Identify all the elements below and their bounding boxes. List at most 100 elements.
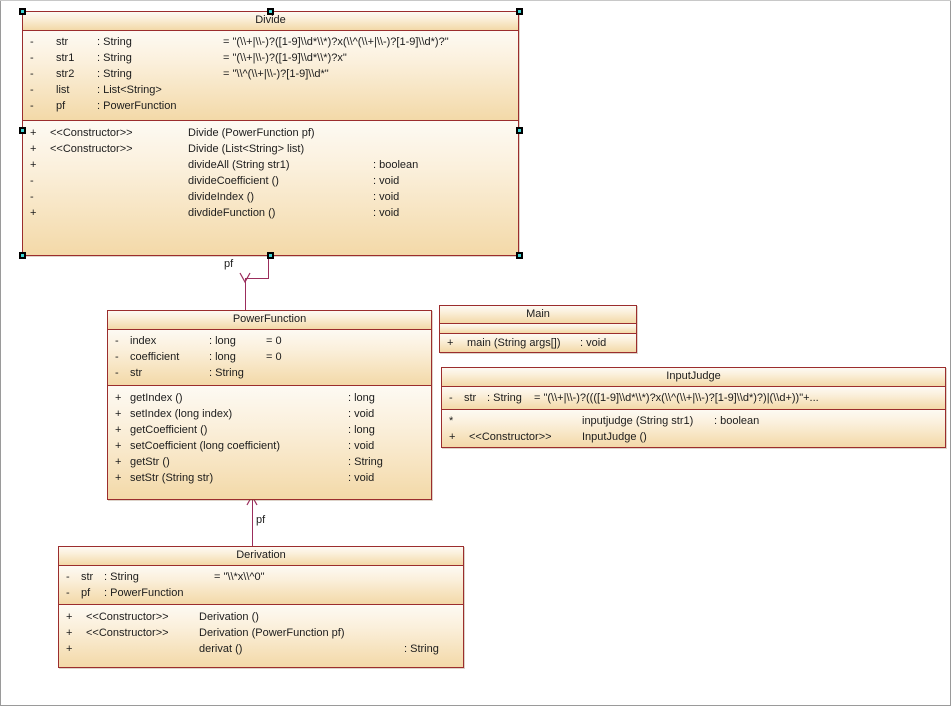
selection-handle-top-left[interactable] bbox=[19, 8, 26, 15]
visibility-marker: + bbox=[115, 424, 122, 436]
operation-row[interactable]: + setCoefficient (long coefficient) : vo… bbox=[108, 438, 431, 454]
operation-name: setStr (String str) bbox=[130, 472, 214, 484]
operation-row[interactable]: * inputjudge (String str1) : boolean bbox=[442, 413, 945, 429]
inputjudge-title-section: InputJudge bbox=[442, 368, 945, 387]
selection-handle-bottom-right[interactable] bbox=[516, 252, 523, 259]
operation-stereotype: <<Constructor>> bbox=[50, 143, 133, 155]
attribute-type: : String bbox=[97, 36, 132, 48]
uml-class-derivation[interactable]: Derivation - str : String = "\\*x\\^0" -… bbox=[58, 546, 464, 668]
uml-class-main[interactable]: Main + main (String args[]) : void bbox=[439, 305, 637, 353]
inputjudge-class-name: InputJudge bbox=[666, 370, 721, 382]
main-title-section: Main bbox=[440, 306, 636, 324]
operation-name: divideAll (String str1) bbox=[188, 159, 290, 171]
attribute-name: str bbox=[56, 36, 69, 48]
operation-return-type: : void bbox=[580, 337, 607, 349]
attribute-name: pf bbox=[56, 100, 66, 112]
operation-stereotype: <<Constructor>> bbox=[86, 611, 169, 623]
visibility-marker: + bbox=[115, 472, 122, 484]
operation-row[interactable]: + getStr () : String bbox=[108, 454, 431, 470]
attribute-row[interactable]: - str : String = "\\*x\\^0" bbox=[59, 569, 463, 585]
operation-row[interactable]: + divdideFunction () : void bbox=[23, 205, 518, 221]
operation-row[interactable]: + getIndex () : long bbox=[108, 390, 431, 406]
visibility-marker: - bbox=[66, 587, 70, 599]
operation-row[interactable]: + setIndex (long index) : void bbox=[108, 406, 431, 422]
derivation-class-name: Derivation bbox=[236, 549, 286, 561]
selection-handle-middle-right[interactable] bbox=[516, 127, 523, 134]
visibility-marker: - bbox=[115, 351, 119, 363]
association-divide-powerfunction-arrowhead bbox=[239, 272, 251, 284]
attribute-row[interactable]: - list : List<String> bbox=[23, 82, 518, 98]
operation-row[interactable]: + <<Constructor>> Divide (List<String> l… bbox=[23, 141, 518, 157]
operation-name: setCoefficient (long coefficient) bbox=[130, 440, 281, 452]
attribute-row[interactable]: - coefficient : long = 0 bbox=[108, 349, 431, 365]
operation-row[interactable]: - divideCoefficient () : void bbox=[23, 173, 518, 189]
selection-handle-bottom-left[interactable] bbox=[19, 252, 26, 259]
operation-return-type: : void bbox=[373, 191, 400, 203]
operation-stereotype: <<Constructor>> bbox=[469, 431, 552, 443]
operation-stereotype: <<Constructor>> bbox=[86, 627, 169, 639]
attribute-type: : String bbox=[209, 367, 244, 379]
visibility-marker: + bbox=[30, 207, 37, 219]
visibility-marker: + bbox=[30, 159, 37, 171]
visibility-marker: + bbox=[30, 127, 37, 139]
attribute-name: str bbox=[464, 392, 477, 404]
operation-stereotype: <<Constructor>> bbox=[50, 127, 133, 139]
visibility-marker: + bbox=[30, 143, 37, 155]
operation-name: getCoefficient () bbox=[130, 424, 208, 436]
selection-handle-top-right[interactable] bbox=[516, 8, 523, 15]
attribute-row[interactable]: - pf : PowerFunction bbox=[59, 585, 463, 601]
attribute-type: : List<String> bbox=[97, 84, 162, 96]
operation-row[interactable]: + <<Constructor>> Divide (PowerFunction … bbox=[23, 125, 518, 141]
divide-class-name: Divide bbox=[255, 14, 286, 26]
attribute-row[interactable]: - str2 : String = "\\^(\\+|\\-)?[1-9]\\d… bbox=[23, 66, 518, 82]
selection-handle-middle-left[interactable] bbox=[19, 127, 26, 134]
operation-row[interactable]: + main (String args[]) : void bbox=[440, 335, 636, 351]
visibility-marker: - bbox=[30, 100, 34, 112]
visibility-marker: - bbox=[30, 68, 34, 80]
association-divide-powerfunction-segment-v2 bbox=[245, 278, 246, 311]
visibility-marker: + bbox=[115, 440, 122, 452]
operation-return-type: : void bbox=[373, 207, 400, 219]
association-divide-powerfunction-segment-h1 bbox=[245, 278, 269, 279]
operation-return-type: : String bbox=[348, 456, 383, 468]
attribute-value: = "\\^(\\+|\\-)?[1-9]\\d*" bbox=[223, 68, 329, 80]
attribute-row[interactable]: - str : String = "(\\+|\\-)?((([1-9]\\d*… bbox=[442, 390, 945, 406]
operation-return-type: : void bbox=[348, 408, 375, 420]
uml-class-divide[interactable]: Divide - str : String = "(\\+|\\-)?([1-9… bbox=[22, 11, 519, 256]
visibility-marker: * bbox=[449, 415, 454, 427]
operation-row[interactable]: - divideIndex () : void bbox=[23, 189, 518, 205]
operation-row[interactable]: + divideAll (String str1) : boolean bbox=[23, 157, 518, 173]
attribute-name: index bbox=[130, 335, 157, 347]
operation-row[interactable]: + <<Constructor>> InputJudge () bbox=[442, 429, 945, 445]
derivation-attributes-section: - str : String = "\\*x\\^0" - pf : Power… bbox=[59, 566, 463, 605]
attribute-row[interactable]: - index : long = 0 bbox=[108, 333, 431, 349]
attribute-type: : String bbox=[97, 68, 132, 80]
inputjudge-attributes-section: - str : String = "(\\+|\\-)?((([1-9]\\d*… bbox=[442, 387, 945, 410]
selection-handle-bottom-center[interactable] bbox=[267, 252, 274, 259]
visibility-marker: + bbox=[66, 627, 73, 639]
operation-row[interactable]: + getCoefficient () : long bbox=[108, 422, 431, 438]
selection-handle-top-center[interactable] bbox=[267, 8, 274, 15]
main-attributes-section bbox=[440, 324, 636, 334]
operation-name: getStr () bbox=[130, 456, 170, 468]
operation-row[interactable]: + <<Constructor>> Derivation () bbox=[59, 609, 463, 625]
association-divide-powerfunction-label: pf bbox=[224, 258, 234, 270]
operation-name: divideCoefficient () bbox=[188, 175, 279, 187]
operation-return-type: : void bbox=[373, 175, 400, 187]
operation-row[interactable]: + derivat () : String bbox=[59, 641, 463, 657]
visibility-marker: - bbox=[30, 191, 34, 203]
uml-class-powerfunction[interactable]: PowerFunction - index : long = 0 - coeff… bbox=[107, 310, 432, 500]
visibility-marker: - bbox=[449, 392, 453, 404]
operation-row[interactable]: + setStr (String str) : void bbox=[108, 470, 431, 486]
operation-row[interactable]: + <<Constructor>> Derivation (PowerFunct… bbox=[59, 625, 463, 641]
uml-class-inputjudge[interactable]: InputJudge - str : String = "(\\+|\\-)?(… bbox=[441, 367, 946, 448]
attribute-name: str1 bbox=[56, 52, 75, 64]
attribute-row[interactable]: - str1 : String = "(\\+|\\-)?([1-9]\\d*\… bbox=[23, 50, 518, 66]
attribute-row[interactable]: - str : String = "(\\+|\\-)?([1-9]\\d*\\… bbox=[23, 34, 518, 50]
visibility-marker: - bbox=[30, 175, 34, 187]
attribute-value: = "(\\+|\\-)?([1-9]\\d*\\*)?x(\\^(\\+|\\… bbox=[223, 36, 449, 48]
operation-name: Derivation (PowerFunction pf) bbox=[199, 627, 345, 639]
attribute-row[interactable]: - str : String bbox=[108, 365, 431, 381]
attribute-row[interactable]: - pf : PowerFunction bbox=[23, 98, 518, 114]
